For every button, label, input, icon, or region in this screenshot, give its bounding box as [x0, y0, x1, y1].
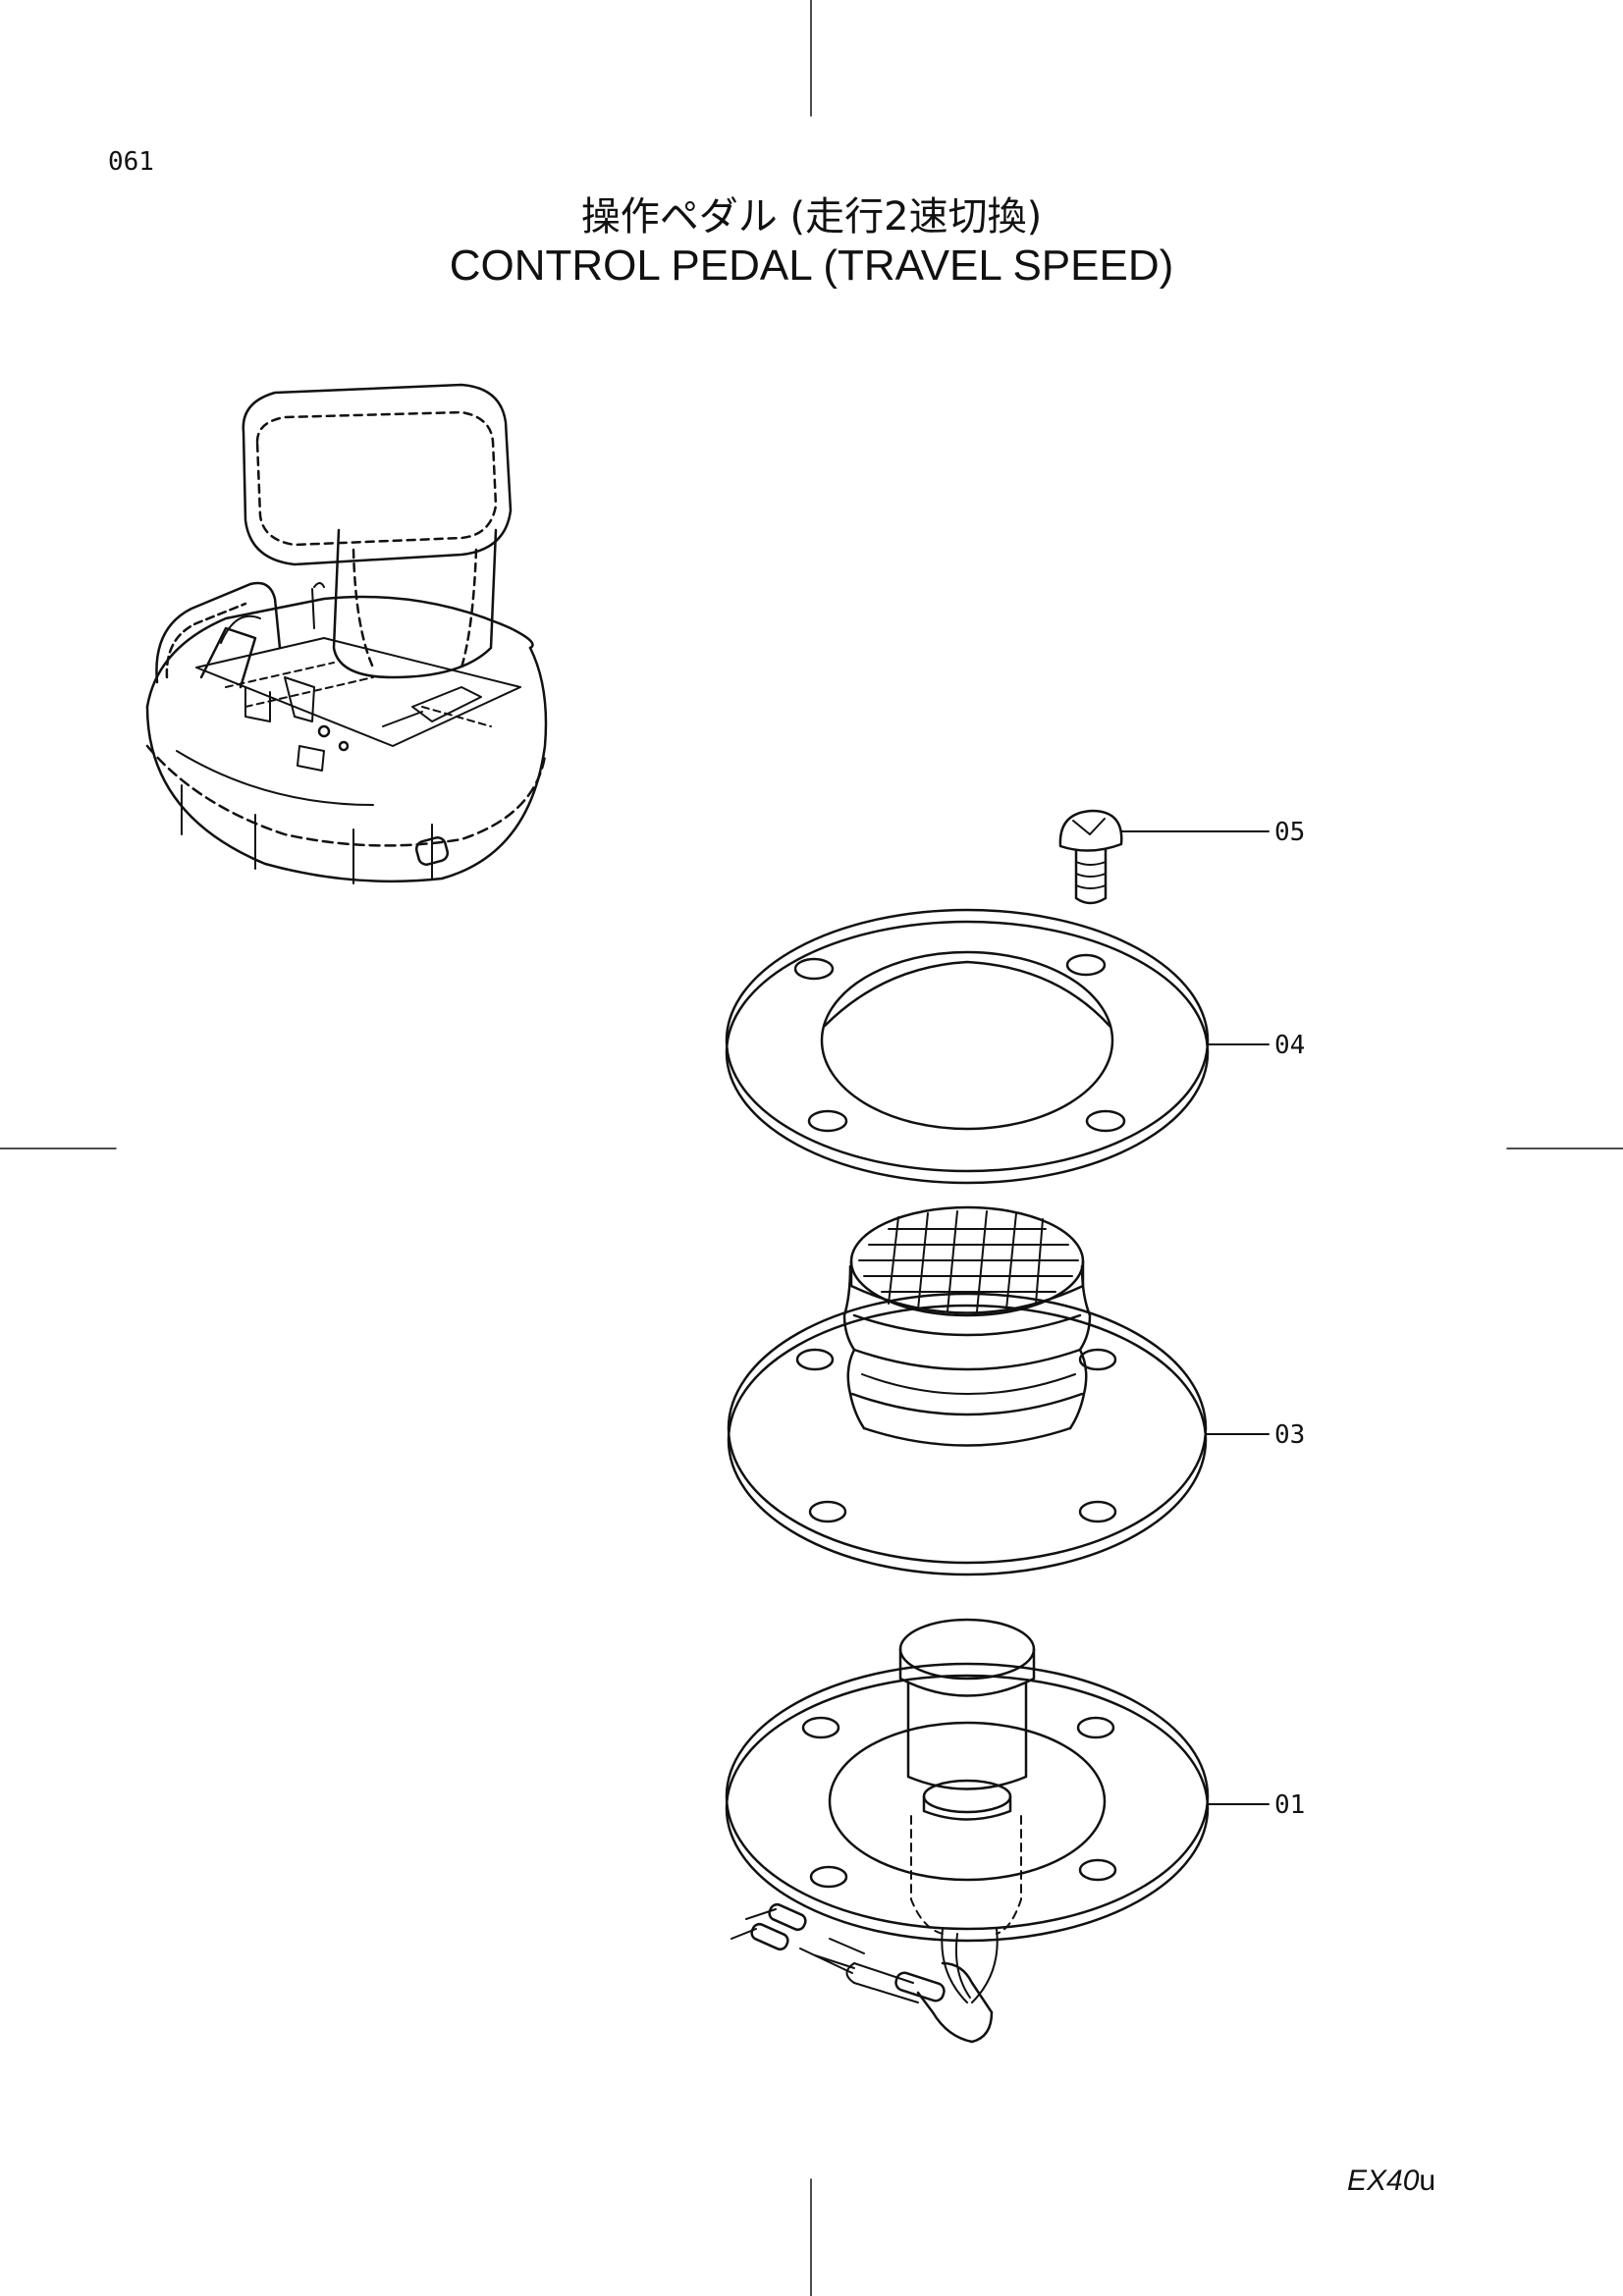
callout-03: 03	[1274, 1420, 1306, 1450]
model-suffix: u	[1419, 2164, 1436, 2197]
part-05-screw	[1058, 809, 1123, 905]
title-english: CONTROL PEDAL (TRAVEL SPEED)	[449, 241, 1174, 290]
page-number: 061	[108, 147, 154, 177]
part-03-rubber-boot	[727, 1205, 1208, 1576]
excavator-overview-illustration	[145, 383, 548, 884]
model-label: EX40u	[1347, 2164, 1435, 2198]
part-04-ring-plate	[725, 908, 1210, 1185]
part-01-switch-assembly	[725, 1618, 1210, 2044]
model-name: EX40	[1347, 2164, 1420, 2197]
title-japanese: 操作ペダル (走行2速切換)	[580, 194, 1043, 240]
callout-01: 01	[1274, 1790, 1306, 1820]
callout-05: 05	[1274, 818, 1306, 847]
callout-leaders	[1120, 830, 1270, 1805]
callout-04: 04	[1274, 1031, 1306, 1060]
